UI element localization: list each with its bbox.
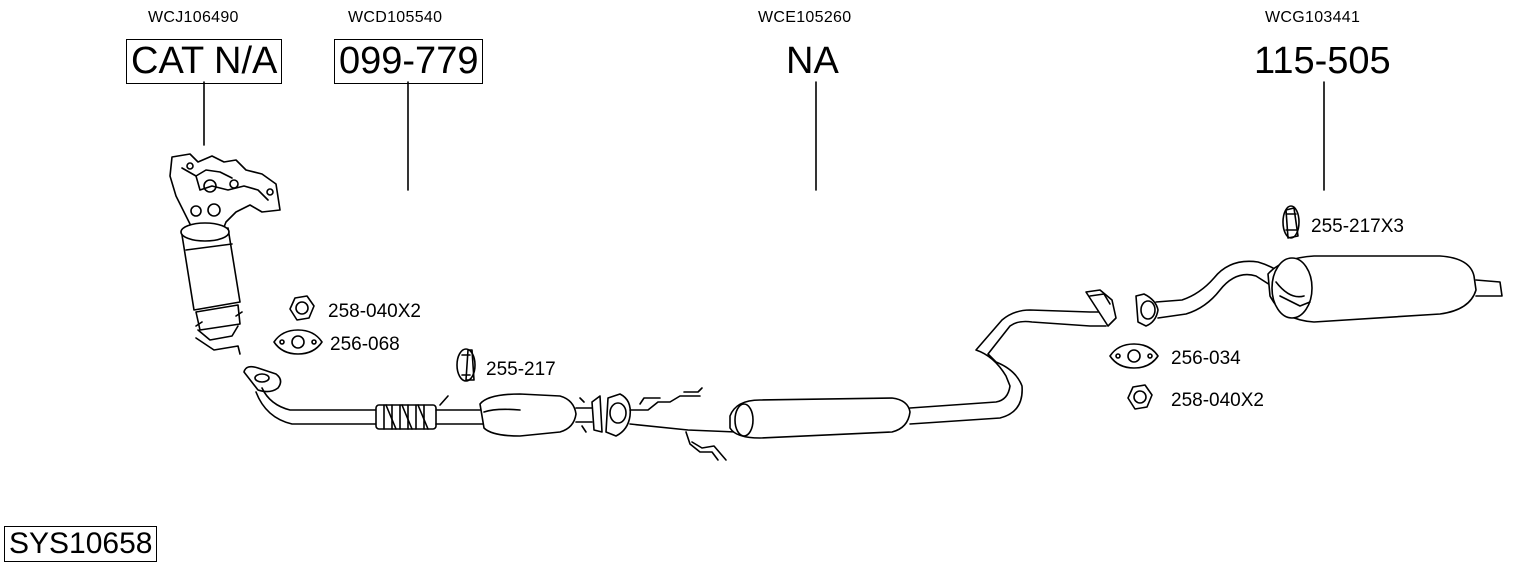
system-code: SYS10658: [4, 526, 158, 562]
label-gasket-left: 256-068: [330, 334, 400, 355]
label-hanger-mid: 255-217: [486, 359, 556, 380]
part-number-cat: CAT N/A: [126, 39, 283, 84]
part-number-rear-silencer: 115-505: [1254, 40, 1391, 82]
centre-pipe-icon: [605, 289, 1117, 461]
nut-left-icon: [289, 295, 315, 321]
section-code-3: WCE105260: [758, 9, 852, 26]
gasket-left-icon: [273, 329, 323, 355]
part-number-center: NA: [786, 40, 839, 82]
nut-right-icon: [1127, 384, 1153, 410]
part-number-front-pipe: 099-779: [334, 39, 484, 84]
rear-silencer-icon: [1135, 205, 1503, 327]
gasket-right-icon: [1109, 343, 1159, 369]
front-pipe-icon: [243, 348, 603, 437]
label-hanger-rear: 255-217X3: [1311, 216, 1404, 237]
section-code-1: WCJ106490: [148, 9, 239, 26]
label-nut-left: 258-040X2: [328, 301, 421, 322]
manifold-catalyst-icon: [169, 153, 281, 355]
label-gasket-right: 256-034: [1171, 348, 1241, 369]
section-code-4: WCG103441: [1265, 9, 1361, 26]
label-nut-right: 258-040X2: [1171, 390, 1264, 411]
section-code-2: WCD105540: [348, 9, 443, 26]
